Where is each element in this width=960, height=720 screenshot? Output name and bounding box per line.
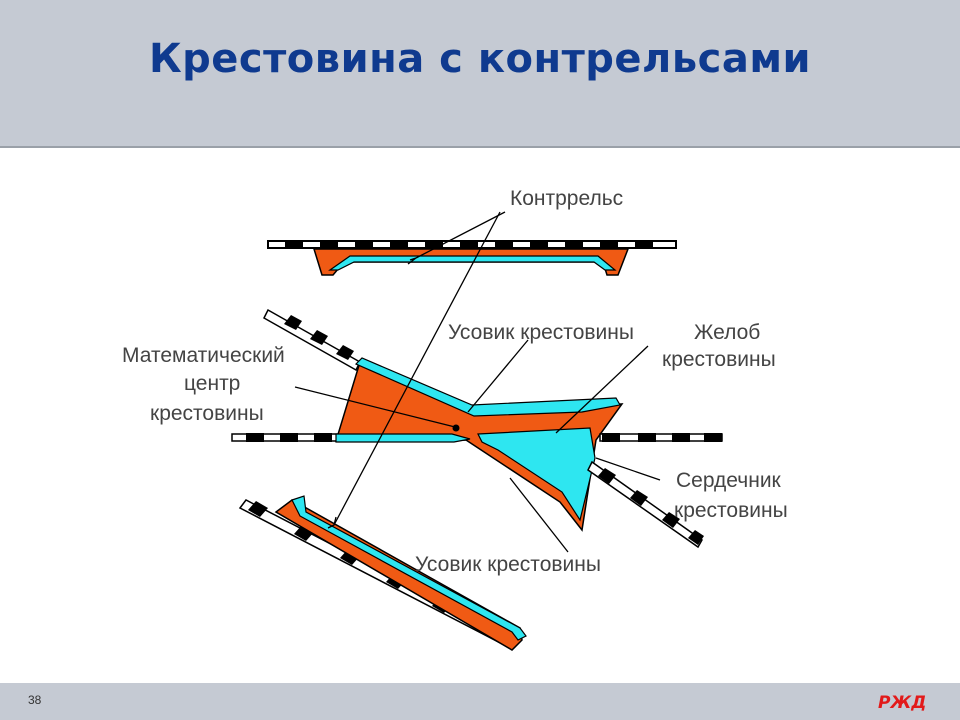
top-rail-ties — [285, 240, 653, 249]
bottom-guard-rail — [238, 495, 527, 651]
label-wing-rail-top: Усовик крестовины — [448, 321, 634, 344]
label-math-center-2: центр — [184, 372, 240, 395]
label-math-center-3: крестовины — [150, 402, 264, 425]
main-rail-left — [231, 433, 343, 442]
frog-diagram: Контррельс Усовик крестовины Желоб крест… — [122, 187, 788, 651]
label-flangeway-1: Желоб — [694, 321, 760, 344]
page-number: 38 — [28, 693, 42, 707]
label-guard-rail: Контррельс — [510, 187, 623, 210]
slide-header: Крестовина с контрельсами — [0, 0, 960, 148]
lower-diverging-rail — [587, 460, 704, 549]
label-frog-point-2: крестовины — [674, 499, 788, 522]
wing-rail-lower — [335, 433, 471, 443]
main-rail-right — [599, 433, 723, 442]
label-wing-rail-bottom: Усовик крестовины — [415, 553, 601, 576]
label-math-center-1: Математический — [122, 344, 285, 367]
svg-text:РЖД: РЖД — [878, 693, 926, 713]
label-frog-point-1: Сердечник — [676, 469, 782, 492]
math-center-point — [452, 424, 460, 432]
slide-title: Крестовина с контрельсами — [148, 36, 812, 82]
top-guard-rail — [267, 240, 677, 276]
guard-rail-head — [328, 255, 617, 271]
bottom-guard-rail-head — [291, 495, 527, 641]
label-flangeway-2: крестовины — [662, 348, 776, 371]
rzd-logo-icon: РЖД — [876, 688, 926, 719]
frog-point — [477, 427, 596, 522]
upper-diverging-rail — [263, 308, 361, 372]
slide-footer: 38 РЖД — [0, 683, 960, 720]
leader-lines — [294, 211, 661, 553]
wing-rail-upper — [354, 357, 621, 417]
